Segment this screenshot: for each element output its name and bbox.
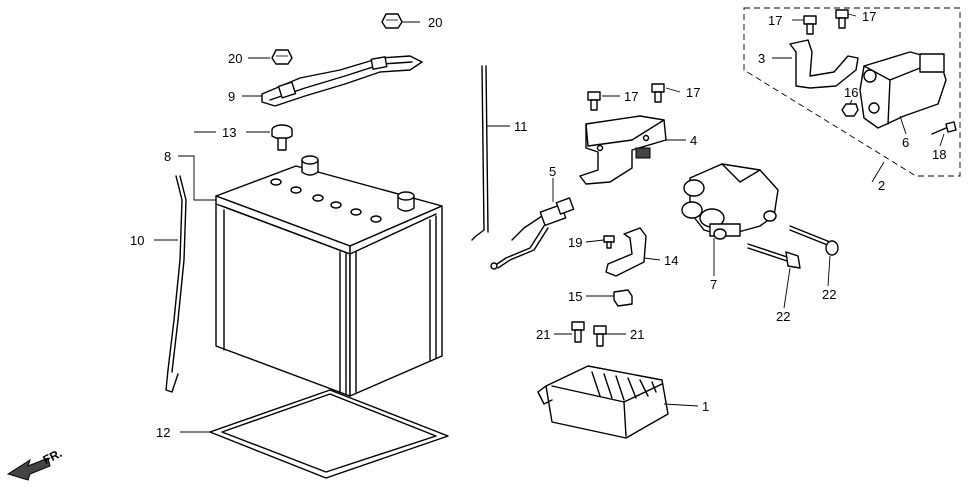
battery-tray <box>209 389 449 479</box>
front-direction-label: FR. <box>41 446 65 467</box>
distributor <box>681 163 779 240</box>
callout-14: 14 <box>664 253 678 268</box>
nut-16 <box>841 103 859 117</box>
bolt-21-a <box>571 321 585 343</box>
callout-2: 2 <box>878 178 885 193</box>
callout-9: 9 <box>228 89 235 104</box>
nut-top <box>381 13 403 29</box>
callout-13: 13 <box>222 125 236 140</box>
leader-lines <box>154 13 945 433</box>
callout-21-a: 21 <box>536 327 550 342</box>
callout-4: 4 <box>690 133 697 148</box>
callout-3: 3 <box>758 51 765 66</box>
callout-20-left: 20 <box>228 51 242 66</box>
battery <box>215 155 443 397</box>
front-direction-arrow: FR. <box>6 446 65 481</box>
bolt-17-c <box>803 15 817 35</box>
callout-17-c: 17 <box>768 13 782 28</box>
callout-7: 7 <box>710 277 717 292</box>
callout-17-d: 17 <box>862 9 876 24</box>
callout-18: 18 <box>932 147 946 162</box>
long-bolt-a <box>747 243 801 269</box>
battery-hold-down-bar <box>261 55 423 107</box>
bolt-18 <box>931 121 957 135</box>
mounting-bracket <box>579 115 667 185</box>
callout-21-b: 21 <box>630 327 644 342</box>
battery-bolt <box>271 124 293 151</box>
callout-5: 5 <box>549 164 556 179</box>
callout-17-b: 17 <box>686 85 700 100</box>
callout-1: 1 <box>702 399 709 414</box>
nut-left <box>271 49 293 65</box>
callout-17-a: 17 <box>624 89 638 104</box>
callout-10: 10 <box>130 233 144 248</box>
callout-11: 11 <box>514 119 528 134</box>
bolt-17-b <box>651 83 665 103</box>
coil-bracket <box>789 39 859 89</box>
callout-20-top: 20 <box>428 15 442 30</box>
connector-harness <box>490 197 575 270</box>
ignition-control-unit <box>537 365 669 439</box>
bracket-small <box>605 227 647 277</box>
bolt-17-d <box>835 9 849 29</box>
bolt-19 <box>603 235 615 249</box>
bolt-21-b <box>593 325 607 347</box>
callout-22-b: 22 <box>822 287 836 302</box>
callout-15: 15 <box>568 289 582 304</box>
connector-15 <box>613 289 633 307</box>
callout-6: 6 <box>902 135 909 150</box>
long-bolt-b <box>789 225 839 256</box>
callout-numbers: 20 20 9 13 8 10 11 12 5 17 17 4 7 22 22 … <box>130 9 946 440</box>
ignition-coil <box>859 51 947 129</box>
bolt-17-a <box>587 91 601 111</box>
callout-22-a: 22 <box>776 309 790 324</box>
coil-assembly-outline <box>743 7 961 177</box>
callout-16: 16 <box>844 85 858 100</box>
callout-12: 12 <box>156 425 170 440</box>
hold-down-rod-left <box>165 175 187 393</box>
hold-down-rod-right <box>471 65 489 241</box>
callout-19: 19 <box>568 235 582 250</box>
callout-8: 8 <box>164 149 171 164</box>
